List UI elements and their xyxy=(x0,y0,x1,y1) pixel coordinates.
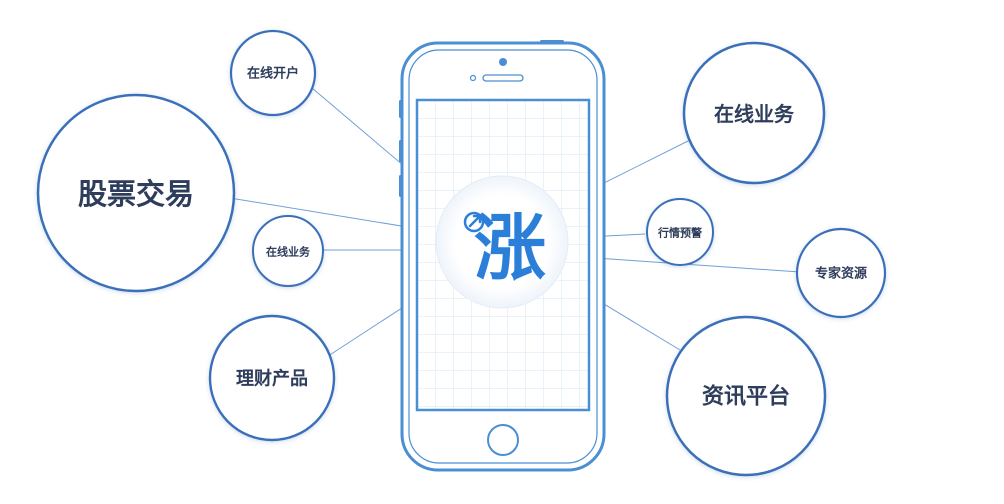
node-zhuanjia-ziyuan: 专家资源 xyxy=(795,227,887,319)
arrow-badge-icon xyxy=(463,211,485,233)
node-label: 资讯平台 xyxy=(702,384,790,410)
node-zaixian-yewu-small: 在线业务 xyxy=(252,215,324,287)
node-label: 股票交易 xyxy=(78,177,194,211)
phone-sensor-icon xyxy=(469,74,477,82)
node-label: 在线业务 xyxy=(266,245,311,259)
phone-home-button xyxy=(487,424,519,456)
node-circle xyxy=(36,93,236,293)
node-zaixian-kaihu: 在线开户 xyxy=(229,29,317,117)
node-circle xyxy=(795,227,887,319)
node-licai-chanpin: 理财产品 xyxy=(208,314,336,442)
phone-mute-button xyxy=(399,175,403,197)
node-zixun-pingtai: 资讯平台 xyxy=(665,315,827,477)
node-label: 在线业务 xyxy=(714,102,795,126)
node-hangqing-yujing: 行情预警 xyxy=(646,198,714,266)
phone-camera-icon xyxy=(499,58,507,66)
center-logo: 涨 xyxy=(435,175,569,309)
node-circle xyxy=(665,315,827,477)
node-label: 理财产品 xyxy=(236,368,308,390)
phone-volume-down-button xyxy=(399,140,403,162)
center-logo-disc xyxy=(435,175,569,309)
center-glyph: 涨 xyxy=(474,206,546,290)
node-label: 在线开户 xyxy=(247,66,299,82)
node-circle xyxy=(252,215,324,287)
phone-volume-up-button xyxy=(399,100,403,118)
node-gupiao-jiaoyi: 股票交易 xyxy=(36,93,236,293)
phone-speaker xyxy=(482,74,524,82)
node-label: 行情预警 xyxy=(657,226,702,240)
arrow-up-right-icon xyxy=(468,214,482,228)
phone-body-inner xyxy=(408,49,598,464)
phone-power-button xyxy=(540,40,564,44)
node-circle xyxy=(229,29,317,117)
node-circle xyxy=(682,41,826,185)
node-label: 专家资源 xyxy=(815,266,867,282)
node-zaixian-yewu-large: 在线业务 xyxy=(682,41,826,185)
node-circle xyxy=(646,198,714,266)
node-circle xyxy=(208,314,336,442)
